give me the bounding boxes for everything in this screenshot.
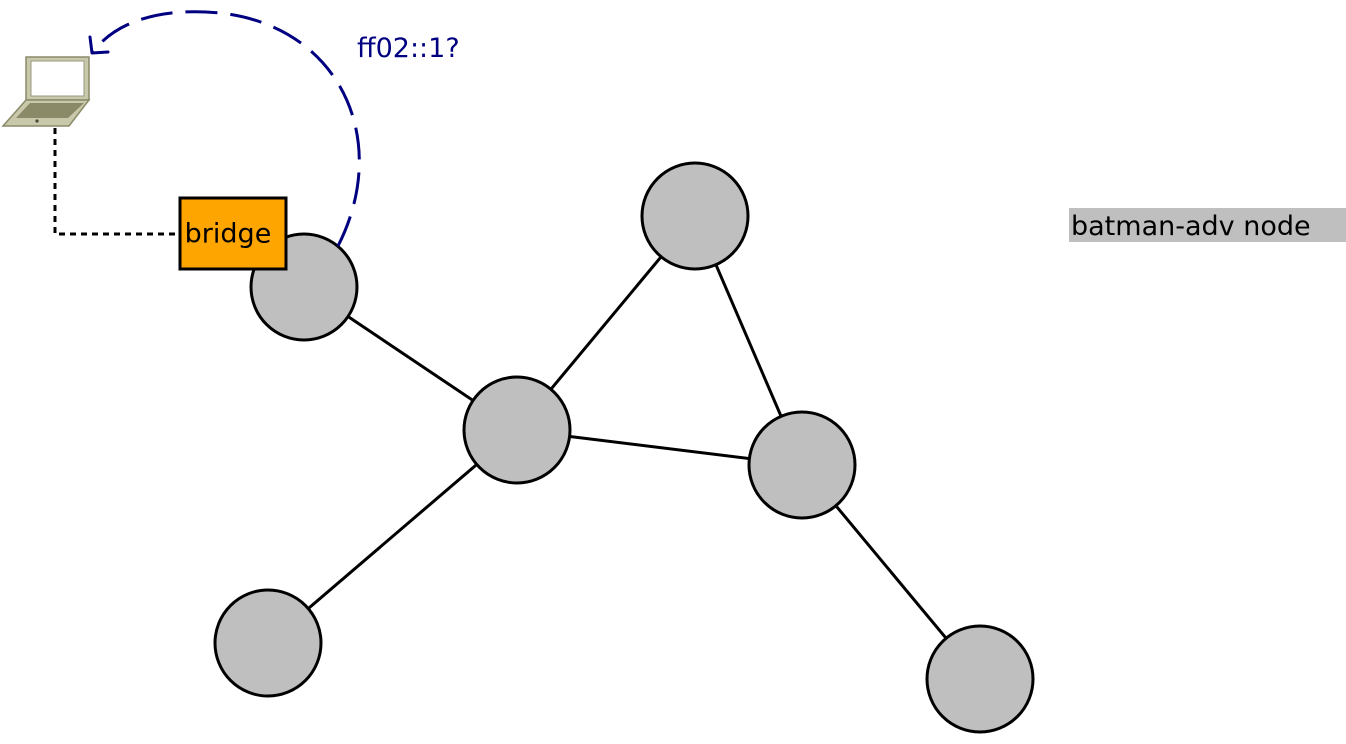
mesh-node-bottom-left [213,588,323,698]
bridge-label: bridge [185,219,272,250]
laptop-touchpad [35,119,39,123]
wired-connection-line [53,128,180,236]
mesh-node-right [747,410,857,520]
bridge-rect [178,196,288,271]
mesh-node-top [640,161,750,271]
link-center-bottom-left [267,428,518,645]
mesh-node-center [462,375,572,485]
mesh-nodes [213,161,1035,734]
legend-background [1069,208,1346,242]
mesh-node-bottom-right [925,624,1035,734]
legend: batman-adv node [1069,208,1346,242]
multicast-query-arrow [88,10,361,247]
bridge-box: bridge [178,196,288,271]
laptop-screen-display [30,60,85,97]
laptop-icon [1,56,91,127]
laptop-keyboard-keys [16,103,84,118]
multicast-query-arrowhead [88,35,110,55]
mesh-links [267,215,982,680]
legend-label: batman-adv node [1071,211,1311,242]
multicast-query-label: ff02::1? [357,33,460,64]
